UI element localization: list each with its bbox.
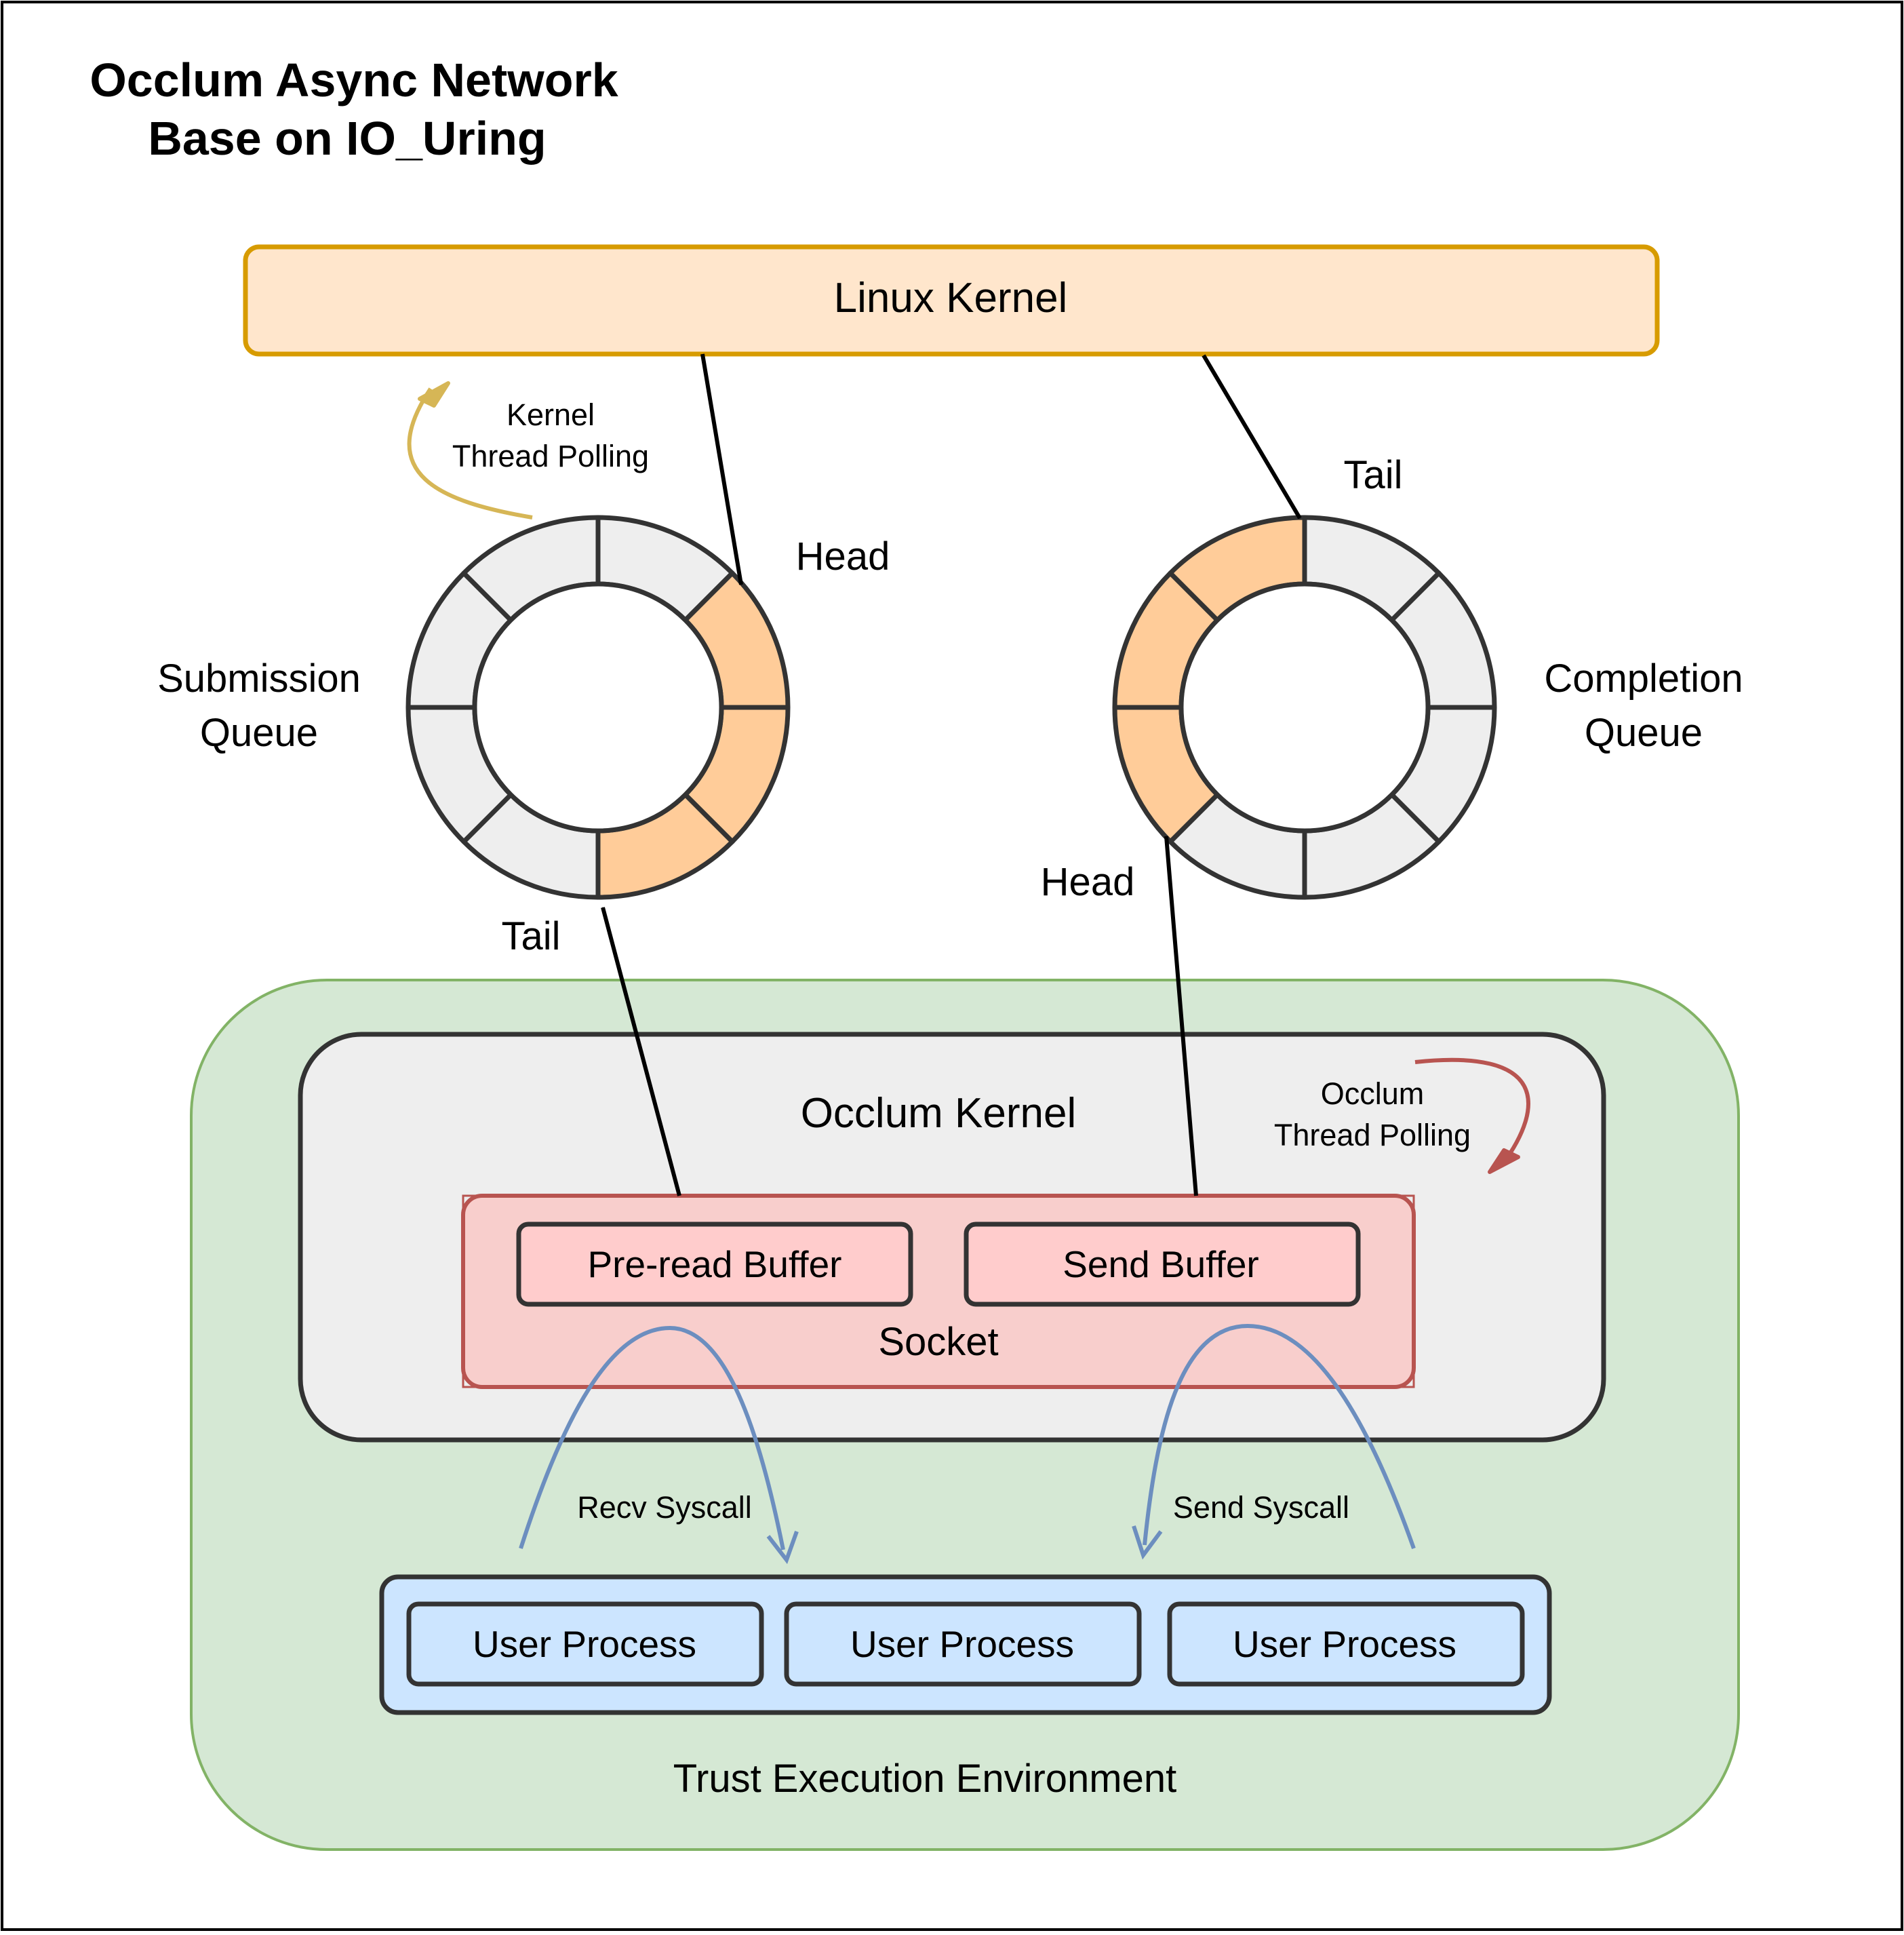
kernel-polling-arrow xyxy=(407,387,533,520)
send-buffer-label: Send Buffer xyxy=(1063,1243,1258,1285)
send-buffer-box xyxy=(964,1221,1361,1307)
tee-label: Trust Execution Environment xyxy=(673,1757,1177,1801)
user-process-label: User Process xyxy=(1233,1623,1456,1665)
diagram-title-line2: Base on IO_Uring xyxy=(148,112,546,165)
occlum-polling-label-line1: Occlum xyxy=(1321,1076,1425,1111)
diagram-title-line1: Occlum Async Network xyxy=(90,54,618,106)
occlum-kernel-label: Occlum Kernel xyxy=(801,1090,1077,1137)
recv-syscall-arrowhead xyxy=(766,1530,799,1565)
user-process-label: User Process xyxy=(473,1623,696,1665)
socket-label: Socket xyxy=(878,1320,998,1364)
linux-to-sq-head-arrow xyxy=(700,353,743,585)
send-syscall-arrowhead xyxy=(1132,1525,1163,1560)
submission-queue-label-line1: Submission xyxy=(157,657,361,701)
kernel-polling-label-line1: Kernel xyxy=(507,397,595,432)
occlum-polling-arrow xyxy=(1414,1057,1530,1167)
submission-queue-center xyxy=(472,581,724,834)
occlum-polling-arrowhead xyxy=(1488,1148,1520,1174)
user-process-box xyxy=(784,1601,1142,1687)
socket-to-cq-head-arrow xyxy=(1164,836,1198,1196)
completion-queue-label-line1: Completion xyxy=(1544,657,1743,701)
completion-queue-tail-label: Tail xyxy=(1343,453,1402,497)
user-process-box xyxy=(406,1601,764,1687)
submission-queue-label-line2: Queue xyxy=(200,711,318,755)
send-syscall-arrow xyxy=(1143,1323,1416,1550)
recv-syscall-arrow xyxy=(519,1325,785,1550)
linux-kernel-box xyxy=(243,244,1660,357)
send-syscall-label: Send Syscall xyxy=(1173,1490,1349,1525)
preread-buffer-label: Pre-read Buffer xyxy=(587,1243,841,1285)
completion-queue-head-label: Head xyxy=(1041,860,1135,904)
preread-buffer-box xyxy=(516,1221,913,1307)
recv-syscall-label: Recv Syscall xyxy=(577,1490,752,1525)
kernel-polling-label-line2: Thread Polling xyxy=(452,439,649,473)
occlum-polling-label-line2: Thread Polling xyxy=(1274,1118,1471,1152)
socket-to-sq-tail-arrow xyxy=(601,907,681,1196)
completion-queue-label-line2: Queue xyxy=(1585,711,1703,755)
linux-to-cq-tail-arrow xyxy=(1202,354,1302,520)
user-process-label: User Process xyxy=(850,1623,1074,1665)
linux-kernel-label: Linux Kernel xyxy=(834,275,1068,321)
submission-queue-tail-label: Tail xyxy=(501,914,560,958)
kernel-polling-arrowhead xyxy=(418,381,450,408)
submission-queue-ring xyxy=(405,515,791,900)
submission-queue-head-label: Head xyxy=(796,534,890,579)
completion-queue-center xyxy=(1178,581,1431,834)
user-process-box xyxy=(1167,1601,1525,1687)
completion-queue-ring xyxy=(1112,515,1497,900)
